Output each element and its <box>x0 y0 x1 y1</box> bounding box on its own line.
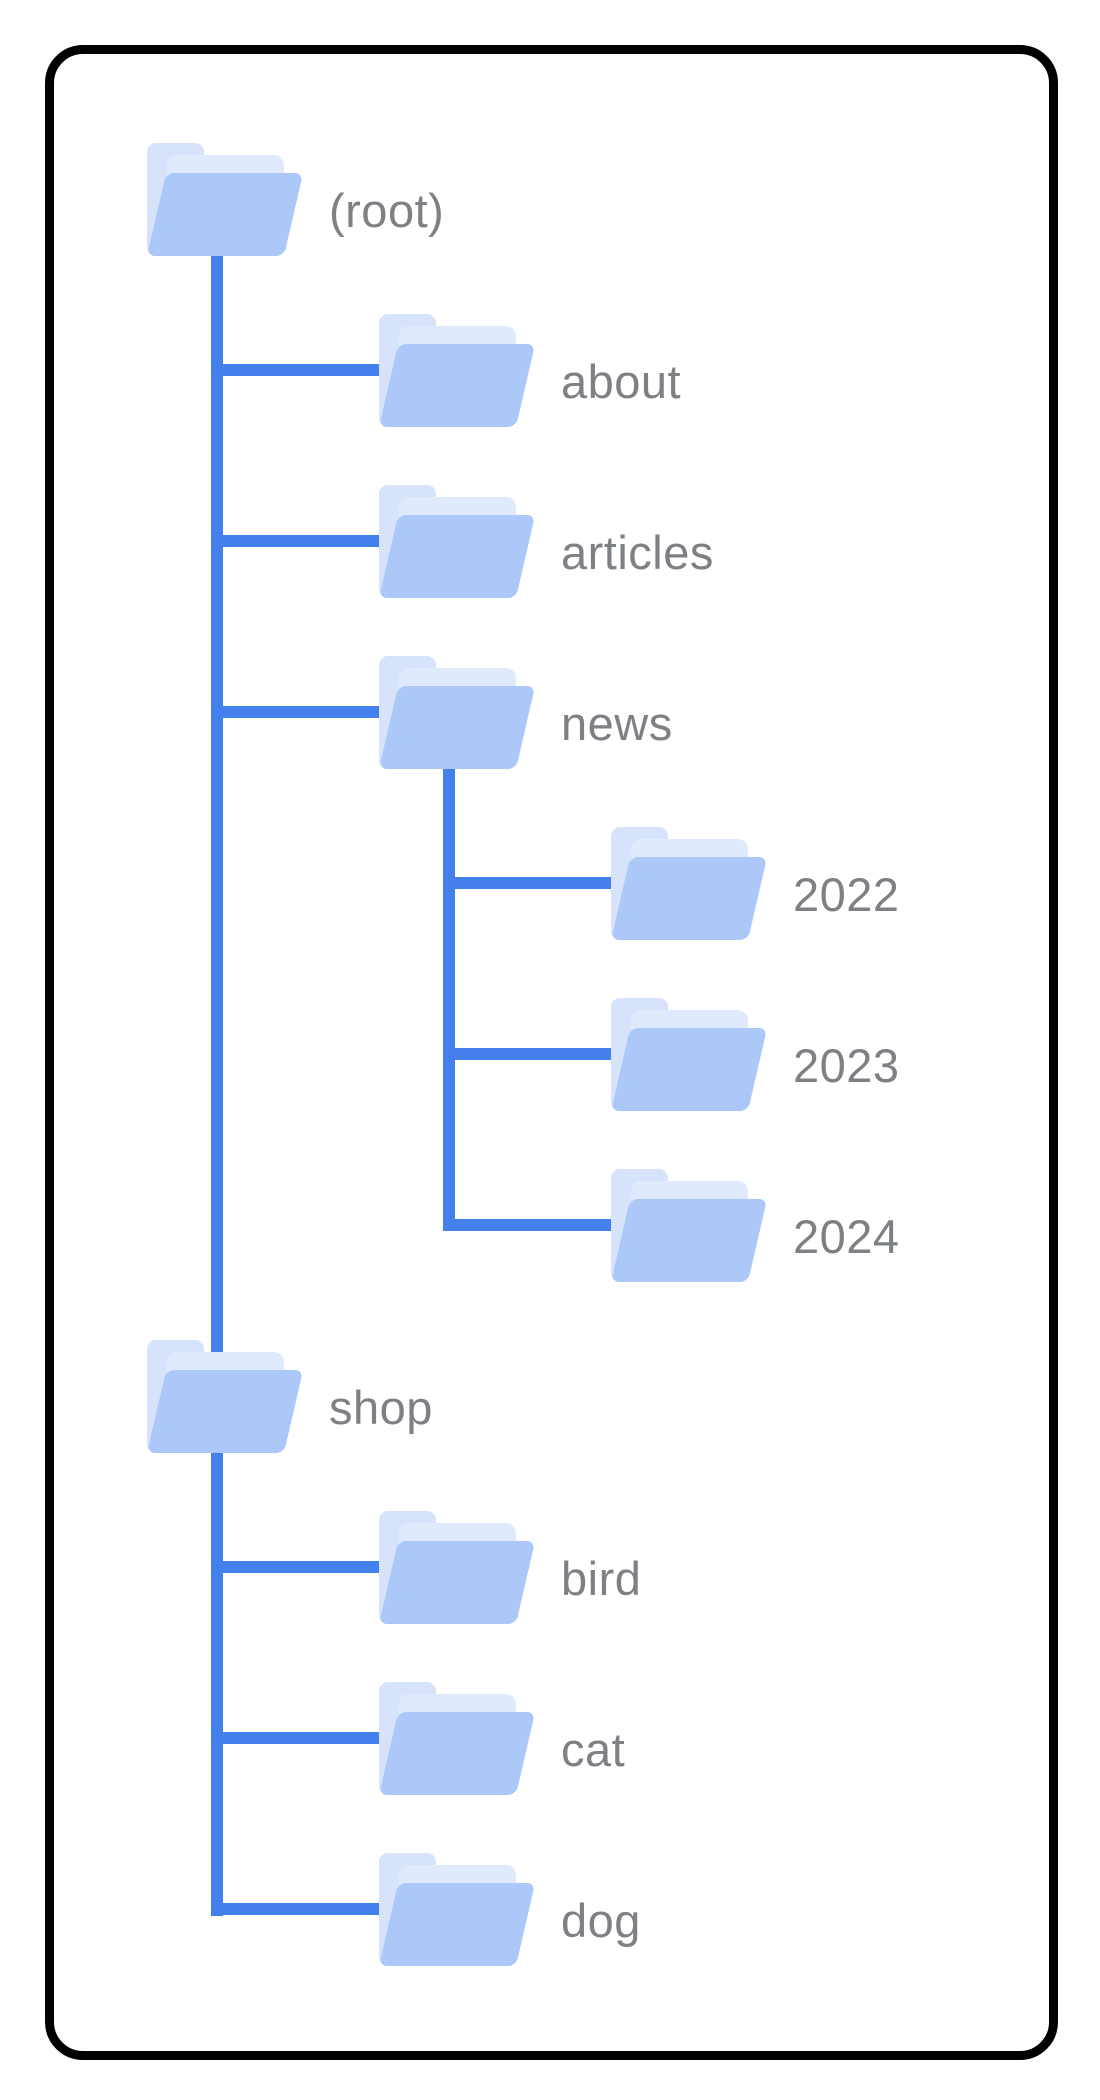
folder-icon-2022 <box>611 827 768 940</box>
branch-line-news <box>211 706 387 718</box>
folder-icon-cat <box>379 1682 536 1795</box>
folder-icon-about <box>379 314 536 427</box>
folder-front <box>379 515 536 598</box>
trunk-line-news <box>443 767 455 1231</box>
folder-icon-shop <box>147 1340 304 1453</box>
node-label-cat: cat <box>561 1723 626 1776</box>
node-label-bird: bird <box>561 1552 642 1605</box>
node-label-news: news <box>561 697 673 750</box>
tree-card: (root) about articles news 2 <box>45 45 1058 2060</box>
folder-icon-articles <box>379 485 536 598</box>
folder-front <box>379 686 536 769</box>
folder-front <box>147 1370 304 1453</box>
folder-icon-dog <box>379 1853 536 1966</box>
node-label-dog: dog <box>561 1894 641 1947</box>
branch-line-articles <box>211 535 387 547</box>
node-label-about: about <box>561 355 682 408</box>
folder-icon-news <box>379 656 536 769</box>
folder-front <box>379 1883 536 1966</box>
node-label-shop: shop <box>329 1381 433 1434</box>
branch-line-2022 <box>443 877 619 889</box>
node-label-articles: articles <box>561 526 714 579</box>
folder-front <box>379 1541 536 1624</box>
folder-front <box>379 344 536 427</box>
node-label-2022: 2022 <box>793 868 900 921</box>
branch-line-2023 <box>443 1048 619 1060</box>
branch-line-about <box>211 364 387 376</box>
branch-line-2024 <box>443 1219 619 1231</box>
folder-front <box>147 173 304 256</box>
branch-line-cat <box>211 1732 387 1744</box>
node-label-2023: 2023 <box>793 1039 900 1092</box>
node-label-2024: 2024 <box>793 1210 900 1263</box>
folder-front <box>611 1028 768 1111</box>
folder-icon-root <box>147 143 304 256</box>
folder-front <box>611 1199 768 1282</box>
folder-icon-bird <box>379 1511 536 1624</box>
branch-line-dog <box>211 1903 387 1915</box>
trunk-line-root <box>211 255 223 1916</box>
node-label-root: (root) <box>329 184 445 237</box>
branch-line-bird <box>211 1561 387 1573</box>
folder-icon-2023 <box>611 998 768 1111</box>
folder-front <box>379 1712 536 1795</box>
folder-icon-2024 <box>611 1169 768 1282</box>
folder-front <box>611 857 768 940</box>
